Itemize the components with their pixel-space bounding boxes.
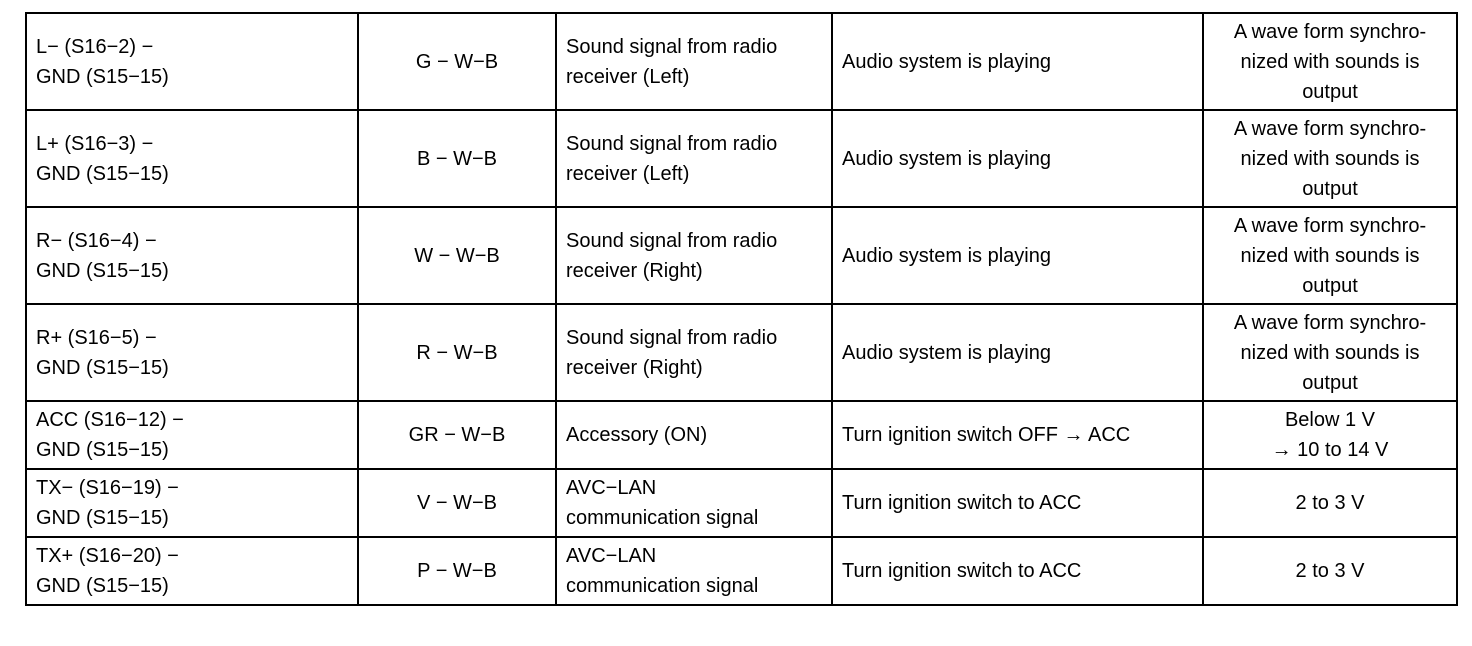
- condition-cell: Turn ignition switch OFF → ACC: [831, 400, 1204, 470]
- condition-cell: Audio system is playing: [831, 206, 1204, 305]
- specified-condition-cell: 2 to 3 V: [1202, 536, 1458, 606]
- description-cell: Sound signal from radio receiver (Right): [555, 303, 833, 402]
- specified-condition-cell: A wave form synchro- nized with sounds i…: [1202, 109, 1458, 208]
- specified-condition-cell: A wave form synchro- nized with sounds i…: [1202, 12, 1458, 111]
- terminal-cell: TX− (S16−19) − GND (S15−15): [25, 468, 359, 538]
- table-row: R− (S16−4) − GND (S15−15) W − W−B Sound …: [25, 206, 1458, 305]
- table-row: L− (S16−2) − GND (S15−15) G − W−B Sound …: [25, 12, 1458, 111]
- condition-cell: Audio system is playing: [831, 12, 1204, 111]
- wire-color-cell: V − W−B: [357, 468, 557, 538]
- terminal-cell: TX+ (S16−20) − GND (S15−15): [25, 536, 359, 606]
- terminal-cell: R+ (S16−5) − GND (S15−15): [25, 303, 359, 402]
- specified-condition-cell: 2 to 3 V: [1202, 468, 1458, 538]
- terminal-cell: L− (S16−2) − GND (S15−15): [25, 12, 359, 111]
- wire-color-cell: W − W−B: [357, 206, 557, 305]
- wire-color-cell: P − W−B: [357, 536, 557, 606]
- terminal-cell: R− (S16−4) − GND (S15−15): [25, 206, 359, 305]
- specified-condition-cell: A wave form synchro- nized with sounds i…: [1202, 206, 1458, 305]
- terminal-spec-table: L− (S16−2) − GND (S15−15) G − W−B Sound …: [25, 12, 1458, 606]
- description-cell: Sound signal from radio receiver (Left): [555, 109, 833, 208]
- condition-cell: Audio system is playing: [831, 109, 1204, 208]
- terminal-cell: L+ (S16−3) − GND (S15−15): [25, 109, 359, 208]
- specified-condition-cell: Below 1 V → 10 to 14 V: [1202, 400, 1458, 470]
- description-cell: AVC−LAN communication signal: [555, 536, 833, 606]
- wire-color-cell: R − W−B: [357, 303, 557, 402]
- table-row: R+ (S16−5) − GND (S15−15) R − W−B Sound …: [25, 303, 1458, 402]
- description-cell: AVC−LAN communication signal: [555, 468, 833, 538]
- condition-cell: Turn ignition switch to ACC: [831, 468, 1204, 538]
- description-cell: Accessory (ON): [555, 400, 833, 470]
- condition-cell: Turn ignition switch to ACC: [831, 536, 1204, 606]
- table-row: TX− (S16−19) − GND (S15−15) V − W−B AVC−…: [25, 468, 1458, 538]
- wire-color-cell: G − W−B: [357, 12, 557, 111]
- table-row: ACC (S16−12) − GND (S15−15) GR − W−B Acc…: [25, 400, 1458, 470]
- description-cell: Sound signal from radio receiver (Left): [555, 12, 833, 111]
- table-row: TX+ (S16−20) − GND (S15−15) P − W−B AVC−…: [25, 536, 1458, 606]
- description-cell: Sound signal from radio receiver (Right): [555, 206, 833, 305]
- wire-color-cell: B − W−B: [357, 109, 557, 208]
- terminal-cell: ACC (S16−12) − GND (S15−15): [25, 400, 359, 470]
- condition-cell: Audio system is playing: [831, 303, 1204, 402]
- specified-condition-cell: A wave form synchro- nized with sounds i…: [1202, 303, 1458, 402]
- table-row: L+ (S16−3) − GND (S15−15) B − W−B Sound …: [25, 109, 1458, 208]
- wire-color-cell: GR − W−B: [357, 400, 557, 470]
